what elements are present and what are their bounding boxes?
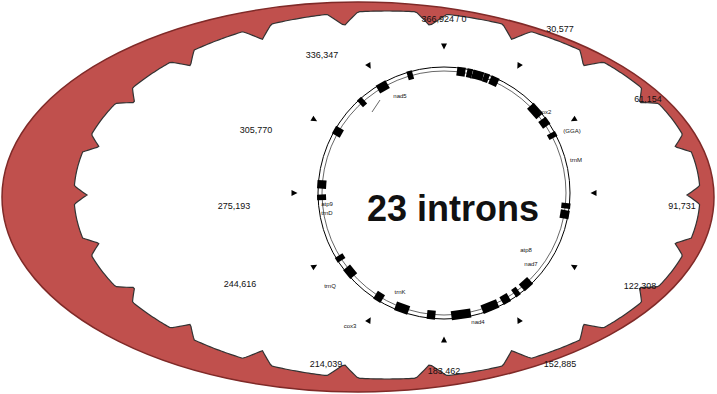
position-marker bbox=[292, 190, 298, 196]
genome-map bbox=[292, 44, 597, 343]
inner-membrane bbox=[74, 11, 699, 379]
gene-block bbox=[488, 75, 499, 87]
position-label: 214,039 bbox=[310, 360, 343, 369]
gene-block bbox=[406, 70, 414, 80]
direction-arrow bbox=[470, 78, 500, 80]
gene-block bbox=[519, 277, 533, 291]
position-label: 275,193 bbox=[218, 202, 251, 211]
intron-count: 23 introns bbox=[367, 191, 539, 227]
position-marker bbox=[591, 190, 597, 196]
position-label: 244,616 bbox=[224, 280, 257, 289]
position-label: 91,731 bbox=[668, 202, 696, 211]
gene-label: (GGA) bbox=[563, 128, 580, 134]
gene-block bbox=[451, 308, 472, 320]
gene-block bbox=[373, 291, 385, 303]
gene-label: trnK bbox=[394, 289, 405, 295]
gene-block bbox=[538, 117, 550, 129]
position-marker bbox=[310, 262, 318, 270]
gene-label: nad4 bbox=[471, 319, 484, 325]
position-label: 122,308 bbox=[624, 282, 657, 291]
direction-arrow bbox=[372, 100, 380, 112]
genome-ring bbox=[322, 71, 566, 315]
position-label: 366,924 / 0 bbox=[421, 15, 466, 24]
position-label: 30,577 bbox=[546, 25, 574, 34]
gene-label: cox2 bbox=[539, 109, 552, 115]
position-marker bbox=[441, 44, 447, 50]
genome-ring bbox=[318, 67, 570, 319]
gene-block bbox=[394, 301, 410, 314]
position-marker bbox=[515, 62, 523, 70]
gene-block bbox=[547, 131, 558, 140]
gene-label: nad7 bbox=[524, 261, 537, 267]
position-label: 152,885 bbox=[544, 360, 577, 369]
position-marker bbox=[365, 62, 373, 70]
gene-block bbox=[511, 287, 521, 298]
gene-block bbox=[317, 180, 327, 189]
position-marker bbox=[569, 116, 577, 124]
gene-block bbox=[317, 194, 326, 200]
position-marker bbox=[310, 116, 318, 124]
gene-block bbox=[332, 126, 344, 138]
gene-label: nad5 bbox=[393, 93, 406, 99]
position-label: 61,154 bbox=[634, 95, 662, 104]
position-marker bbox=[515, 316, 523, 324]
gene-label: trnQ bbox=[324, 283, 336, 289]
gene-block bbox=[376, 80, 390, 93]
position-marker bbox=[441, 337, 447, 343]
gene-label: trnD bbox=[321, 210, 332, 216]
gene-block bbox=[357, 97, 367, 107]
position-marker bbox=[569, 262, 577, 270]
gene-block bbox=[480, 299, 499, 314]
gene-block bbox=[335, 253, 346, 263]
gene-block bbox=[559, 209, 569, 219]
gene-label: atp8 bbox=[520, 247, 532, 253]
gene-block bbox=[561, 203, 571, 210]
gene-block bbox=[343, 265, 357, 279]
gene-label: cox3 bbox=[344, 323, 357, 329]
position-label: 305,770 bbox=[240, 126, 273, 135]
gene-label: trnM bbox=[570, 157, 582, 163]
gene-label: atp9 bbox=[321, 201, 333, 207]
gene-block bbox=[456, 67, 466, 77]
position-marker bbox=[365, 316, 373, 324]
gene-block bbox=[482, 73, 490, 83]
position-label: 336,347 bbox=[306, 51, 339, 60]
gene-block bbox=[499, 293, 511, 305]
gene-block bbox=[427, 310, 436, 320]
position-label: 183,462 bbox=[428, 367, 461, 376]
